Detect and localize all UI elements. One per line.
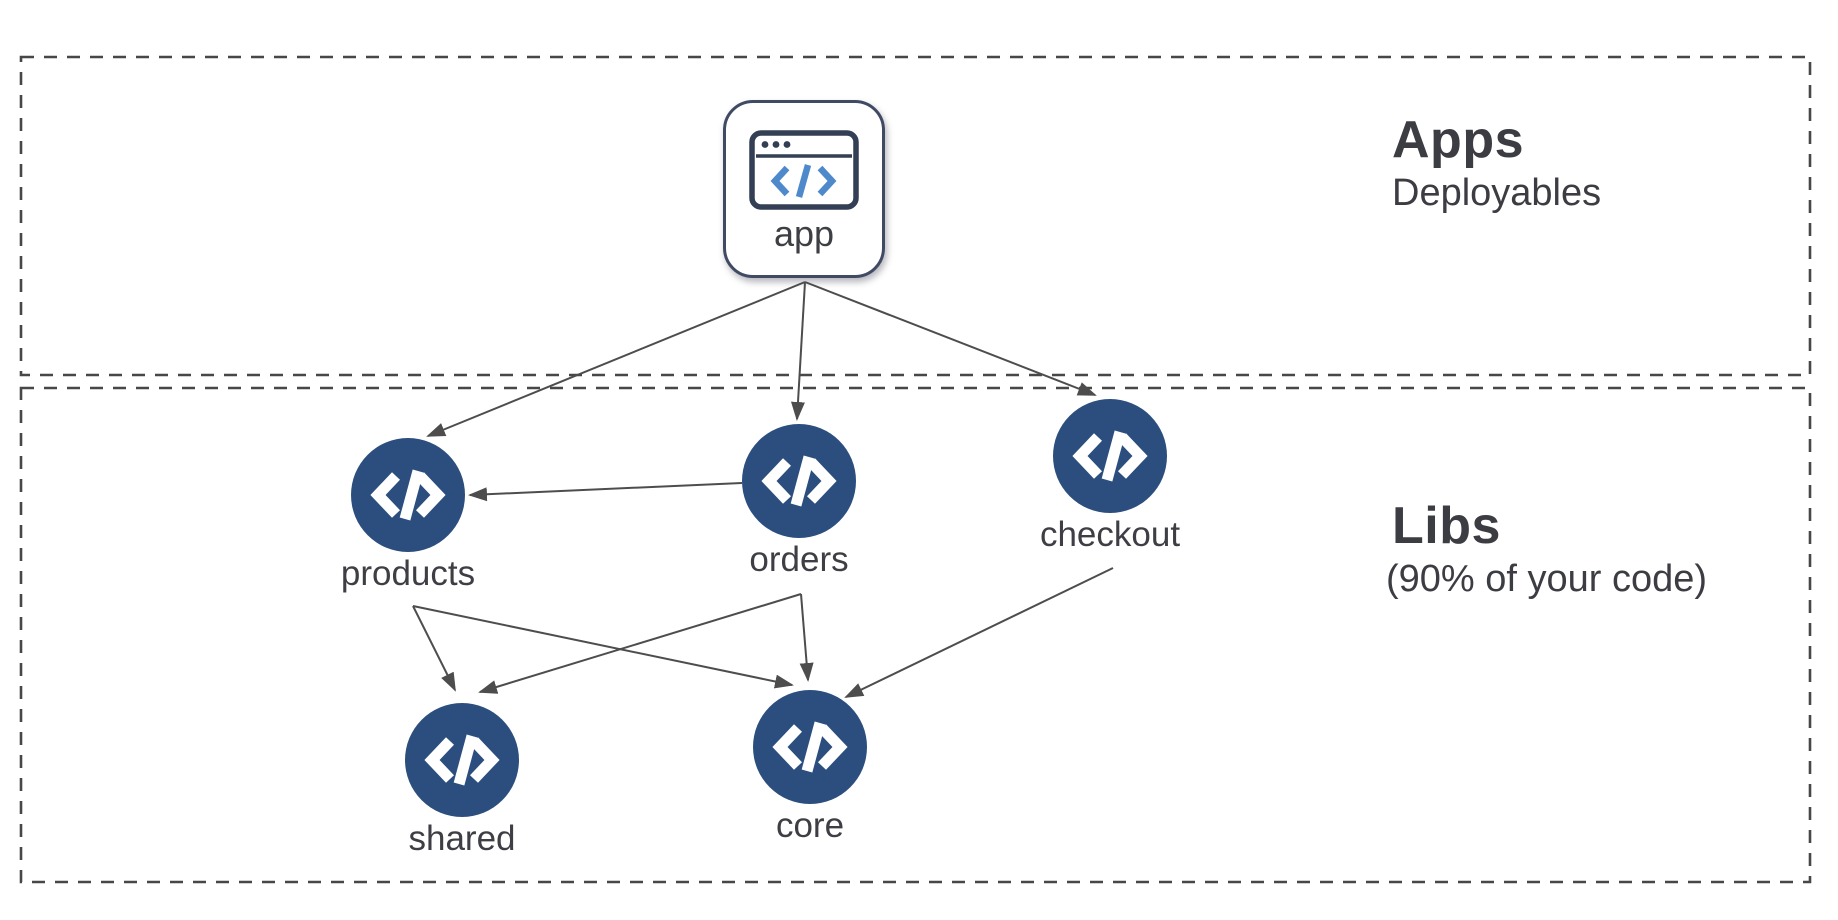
- edge-app-checkout: [804, 281, 1097, 396]
- node-app-label: app: [773, 213, 835, 254]
- libs-section-label: Libs (90% of your code): [1386, 497, 1708, 602]
- code-icon: [405, 703, 519, 817]
- edge-orders-core: [799, 593, 814, 682]
- node-products-label: products: [340, 554, 476, 593]
- apps-section-box: [19, 55, 1812, 377]
- code-icon: [1053, 399, 1167, 513]
- node-shared-label: shared: [408, 819, 516, 858]
- edge-app-products: [426, 281, 806, 437]
- libs-section-box: [19, 386, 1812, 884]
- code-icon: [351, 438, 465, 552]
- node-orders: orders: [742, 424, 856, 577]
- apps-section-subtitle: Deployables: [1392, 172, 1602, 215]
- node-orders-label: orders: [749, 540, 849, 579]
- edge-products-core: [412, 605, 794, 689]
- node-app: app: [723, 100, 885, 278]
- node-shared: shared: [405, 703, 519, 856]
- node-checkout-label: checkout: [1039, 515, 1181, 554]
- edge-orders-shared: [478, 593, 802, 694]
- apps-section-label: Apps Deployables: [1392, 111, 1602, 216]
- edge-checkout-core: [844, 567, 1114, 698]
- code-icon: [753, 690, 867, 804]
- node-core-label: core: [775, 806, 845, 845]
- edge-orders-products: [468, 482, 743, 502]
- browser-code-icon: [749, 130, 859, 210]
- node-products: products: [341, 438, 475, 591]
- edge-products-shared: [412, 605, 456, 692]
- apps-section-title: Apps: [1392, 111, 1524, 169]
- node-checkout: checkout: [1040, 399, 1180, 552]
- code-icon: [742, 424, 856, 538]
- libs-section-title: Libs: [1392, 497, 1501, 555]
- edge-app-orders: [791, 281, 806, 421]
- node-core: core: [753, 690, 867, 843]
- libs-section-subtitle: (90% of your code): [1386, 558, 1708, 601]
